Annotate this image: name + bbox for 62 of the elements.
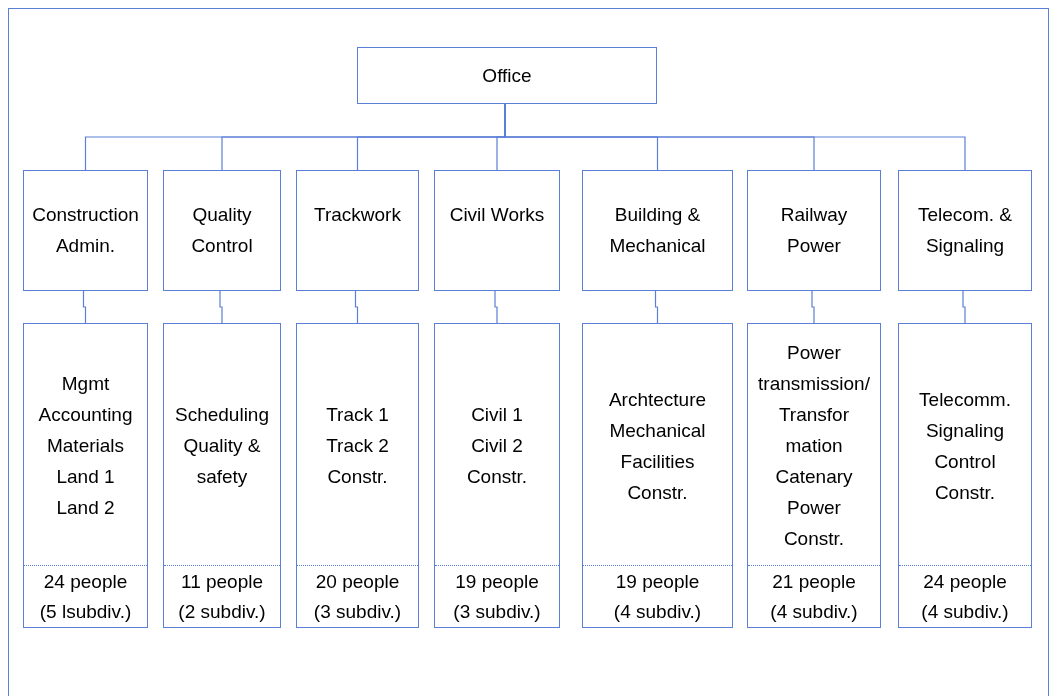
department-box bbox=[296, 170, 419, 291]
unit-item: Constr. bbox=[626, 480, 689, 505]
unit-item: Mechanical bbox=[608, 418, 707, 443]
unit-box bbox=[296, 323, 419, 628]
unit-item: Catenary bbox=[774, 465, 854, 489]
unit-item: Facilities bbox=[619, 449, 696, 474]
unit-item: Land 2 bbox=[55, 496, 116, 520]
staff-count: 21 people (4 subdiv.) bbox=[769, 569, 859, 624]
unit-item: Quality & safety bbox=[182, 434, 262, 489]
unit-item: Signaling bbox=[924, 418, 1006, 443]
unit-item: Constr. bbox=[782, 527, 846, 551]
unit-box bbox=[898, 323, 1032, 628]
connector-line bbox=[654, 290, 659, 324]
unit-box bbox=[747, 323, 881, 628]
unit-box bbox=[582, 323, 733, 628]
unit-item: Land 1 bbox=[55, 465, 116, 489]
staff-count: 24 people (5 lsubdiv.) bbox=[38, 569, 133, 624]
office-box bbox=[357, 47, 657, 104]
staff-count: 20 people (3 subdiv.) bbox=[312, 569, 403, 624]
unit-item: Archtecture bbox=[607, 387, 708, 412]
department-box bbox=[434, 170, 560, 291]
office-title: Office bbox=[482, 64, 532, 88]
department-box bbox=[898, 170, 1032, 291]
connector-line bbox=[82, 290, 87, 324]
unit-item: Track 1 bbox=[325, 403, 390, 427]
unit-item: Accounting bbox=[37, 403, 134, 427]
unit-item: Constr. bbox=[465, 465, 529, 489]
department-name: Building & Mechanical bbox=[608, 203, 707, 258]
department-name: Construction Admin. bbox=[31, 203, 140, 258]
staff-count: 11 people (2 subdiv.) bbox=[177, 569, 267, 624]
connector-line bbox=[219, 290, 223, 324]
department-name: Civil Works bbox=[449, 203, 545, 227]
department-box bbox=[582, 170, 733, 291]
unit-item: Power transmission/ Transfor mation bbox=[757, 341, 871, 458]
unit-item: Telecomm. bbox=[918, 387, 1012, 412]
unit-item: Materials bbox=[45, 434, 126, 458]
unit-item: Civil 2 bbox=[470, 434, 524, 458]
unit-item: Constr. bbox=[326, 465, 389, 489]
connector-line bbox=[962, 290, 966, 324]
department-name: Trackwork bbox=[314, 203, 401, 227]
unit-box bbox=[434, 323, 560, 628]
department-name: Telecom. & Signaling bbox=[917, 203, 1013, 258]
unit-item: Constr. bbox=[933, 480, 997, 505]
unit-item: Control bbox=[933, 449, 997, 474]
unit-item: Track 2 bbox=[325, 434, 390, 458]
connector-line bbox=[494, 290, 498, 324]
unit-box bbox=[23, 323, 148, 628]
staff-count: 19 people (4 subdiv.) bbox=[612, 569, 703, 624]
unit-item: Civil 1 bbox=[470, 403, 524, 427]
unit-item: Scheduling bbox=[174, 403, 270, 427]
unit-item: Mgmt bbox=[60, 372, 111, 396]
department-box bbox=[163, 170, 281, 291]
department-name: Railway Power bbox=[779, 203, 849, 258]
unit-item: Power bbox=[786, 496, 842, 520]
department-box bbox=[747, 170, 881, 291]
department-box bbox=[23, 170, 148, 291]
connector-line bbox=[354, 290, 359, 324]
staff-count: 24 people (4 subdiv.) bbox=[920, 569, 1010, 624]
unit-box bbox=[163, 323, 281, 628]
staff-count: 19 people (3 subdiv.) bbox=[452, 569, 542, 624]
connector-line bbox=[811, 290, 815, 324]
department-name: Quality Control bbox=[190, 203, 254, 258]
